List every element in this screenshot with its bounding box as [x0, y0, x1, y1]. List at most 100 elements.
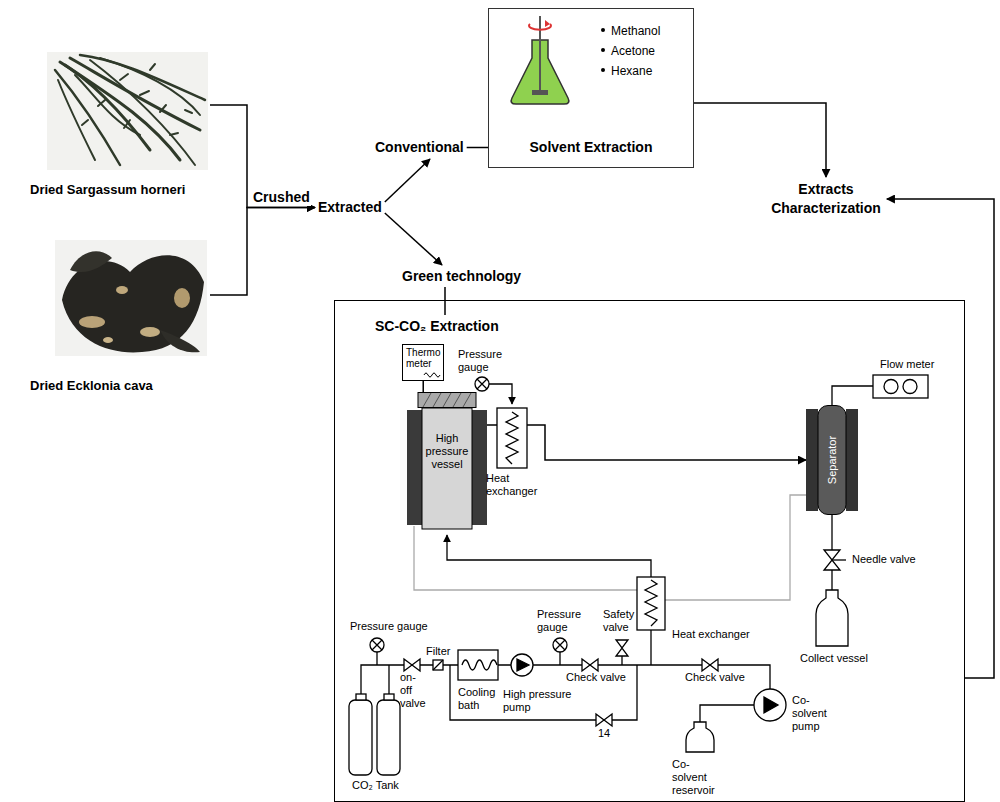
equipment-symbols-part	[356, 694, 366, 700]
ecklonia-photo-part	[70, 251, 112, 272]
pipework-part	[498, 665, 770, 689]
ecklonia-photo-part	[55, 240, 207, 356]
equipment-symbols-part	[754, 689, 786, 721]
flask-illustration-part	[601, 28, 605, 32]
pipework	[361, 384, 873, 722]
node-text: Extracts Characterization	[771, 180, 881, 218]
equipment-symbols-part	[370, 638, 384, 652]
equipment-symbols-part	[903, 380, 917, 394]
node-text: Extracted	[318, 199, 382, 216]
node-text: Separator	[826, 436, 839, 484]
equipment-symbols-part	[458, 650, 498, 680]
ecklonia-photo-part	[160, 330, 200, 352]
equipment-label: Pressure gauge	[350, 620, 428, 633]
separator-shape-part	[806, 409, 818, 511]
equipment-symbols-part	[475, 377, 489, 391]
connector	[385, 213, 442, 265]
equipment-symbols-part	[517, 659, 529, 671]
node-text: Thermo meter	[406, 347, 440, 369]
heat-exchanger-symbol-part	[497, 408, 527, 468]
equipment-symbols-part	[816, 590, 848, 646]
equipment-label: 14	[598, 727, 610, 740]
equipment-label: Pressure gauge	[458, 348, 502, 374]
equipment-symbols-part	[404, 659, 420, 671]
ecklonia-photo-part	[79, 316, 105, 328]
equipment-label: CO₂ Tank	[352, 779, 399, 792]
pipework-part	[447, 535, 651, 577]
separator-shape-part	[846, 409, 858, 511]
equipment-label: Heat exchanger	[672, 628, 750, 641]
sargassum-photo-part-part	[60, 62, 150, 150]
equipment-symbols-part	[637, 577, 665, 630]
flask-illustration-part	[601, 48, 605, 52]
equipment-symbols-part	[582, 659, 598, 671]
flask-illustration-part	[545, 20, 550, 27]
node-text: SC-CO₂ Extraction	[375, 318, 499, 335]
equipment-symbols-part	[596, 714, 612, 726]
equipment-symbols-part	[372, 640, 382, 650]
equipment-symbols-part	[511, 654, 533, 676]
separator-shape-part	[818, 406, 846, 515]
ecklonia-photo	[55, 240, 207, 356]
equipment-label: High pressure pump	[503, 688, 577, 714]
sargassum-photo-part-part	[75, 75, 140, 135]
equipment-label: Collect vessel	[800, 652, 868, 665]
sargassum-photo-part	[47, 52, 208, 170]
flask-illustration	[511, 16, 605, 104]
equipment-symbols-part	[555, 640, 565, 650]
pipework-part	[832, 386, 873, 405]
equipment-symbols-part	[377, 700, 400, 775]
equipment-label: Heat exchanger	[486, 472, 537, 498]
node-text: Dried Ecklonia cava	[30, 378, 153, 394]
sargassum-photo-part	[55, 55, 205, 165]
node-text: High pressure vessel	[422, 432, 472, 471]
equipment-label: Check valve	[566, 671, 626, 684]
ecklonia-photo-part	[174, 288, 190, 308]
equipment-label: on-off valve	[400, 671, 426, 710]
separator-vessel: Separator	[806, 405, 858, 515]
node-text: Hexane	[611, 63, 652, 79]
equipment-symbols-part	[433, 660, 443, 670]
equipment-symbols-part	[616, 640, 628, 656]
pipework-part	[489, 384, 512, 404]
connector	[210, 208, 315, 296]
vessel-shape-part	[422, 408, 472, 529]
pipework-part	[650, 630, 651, 665]
thermometer-wave-part	[424, 373, 440, 377]
process-box: SC-CO₂ ExtractionThermo meterHigh pressu…	[334, 300, 965, 802]
equipment-symbols-part	[645, 580, 657, 626]
pipework-part	[376, 652, 377, 665]
step-text: Extracted	[318, 199, 382, 216]
step-text: Conventional	[375, 139, 464, 156]
vessel-shape-part	[423, 393, 471, 407]
vessel-shape-part	[472, 410, 487, 525]
heating-line-part	[665, 495, 806, 600]
equipment-symbols-part	[832, 559, 846, 560]
equipment-symbols-part	[462, 660, 497, 670]
edge-label: Crushed	[252, 189, 311, 206]
ecklonia-photo-part	[103, 337, 113, 343]
equipment-symbols-part	[884, 380, 898, 394]
sargassum-photo-part-part	[90, 60, 195, 165]
step-text: Green technology	[402, 268, 521, 285]
ecklonia-photo-part	[140, 327, 160, 337]
photo-node: Dried Ecklonia cava	[28, 236, 210, 394]
equipment-label: Needle valve	[852, 553, 916, 566]
node-text: Dried Sargassum horneri	[30, 182, 185, 198]
equipment-symbols-part	[384, 694, 394, 700]
node-text: Solvent Extraction	[489, 139, 693, 156]
connector	[694, 103, 826, 177]
equipment-symbols-part	[702, 659, 718, 671]
equipment-label: Check valve	[685, 671, 745, 684]
equipment-label: Co-solvent pump	[792, 694, 827, 733]
flask-illustration-part	[532, 90, 548, 95]
flask-illustration-part	[539, 16, 541, 92]
equipment-symbols	[349, 375, 928, 775]
equipment-symbols-part	[686, 722, 714, 752]
pipework-part	[700, 705, 754, 722]
connector	[487, 425, 806, 460]
heat-exchanger-symbol-part	[506, 412, 518, 464]
